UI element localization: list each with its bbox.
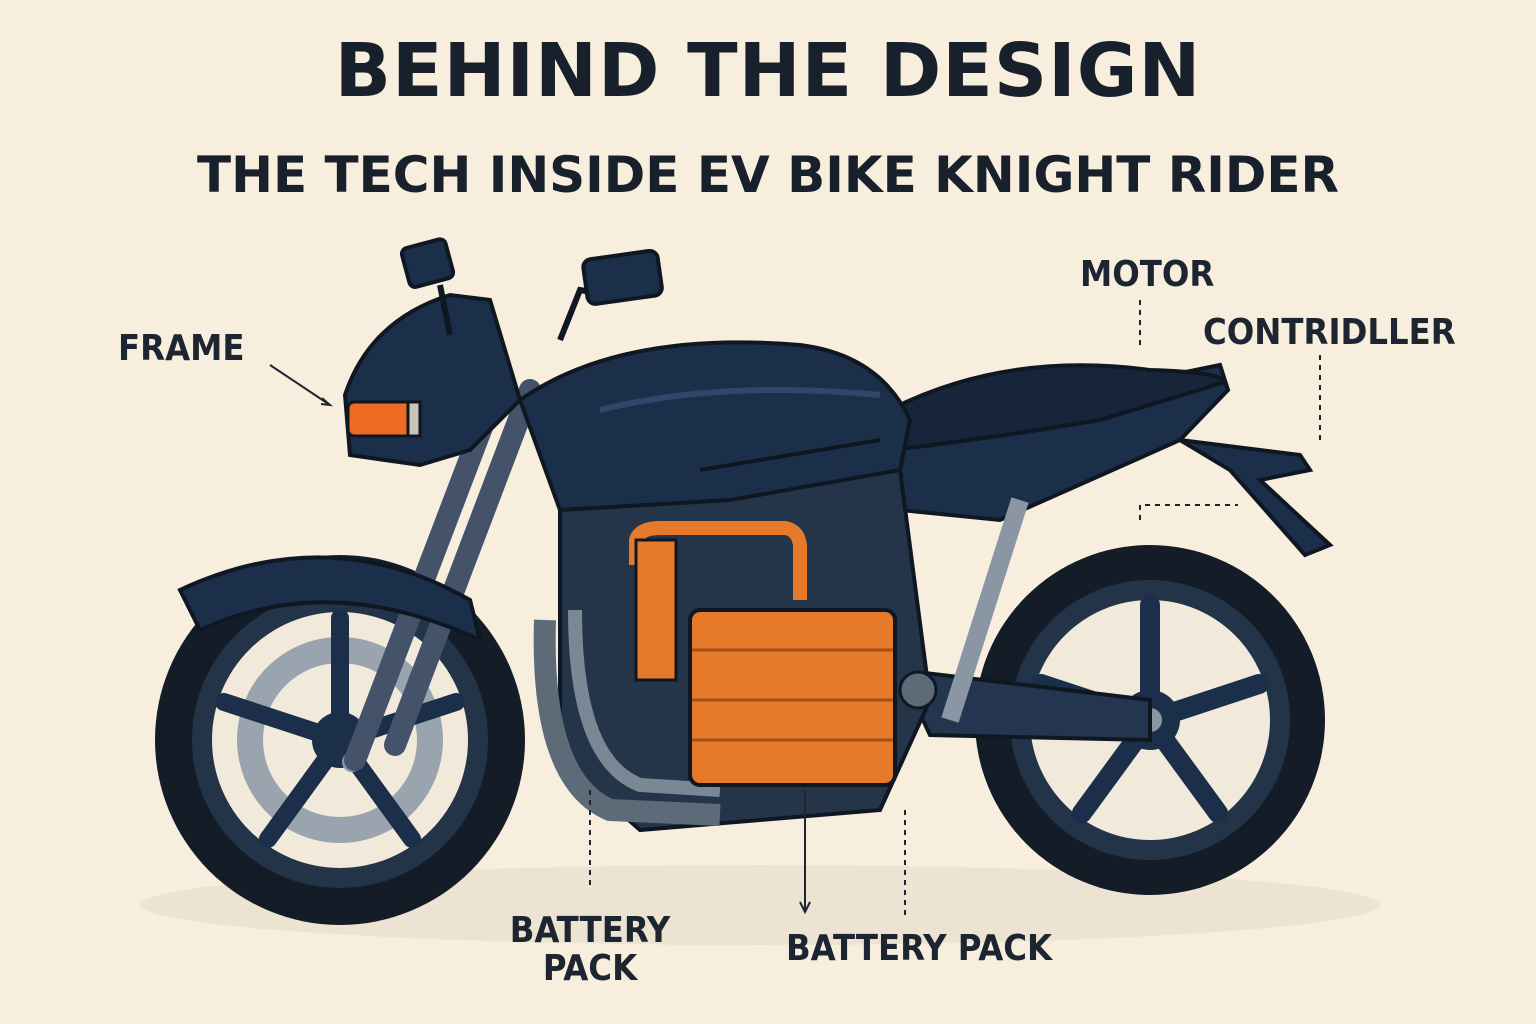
headlight (348, 402, 412, 436)
label-frame: FRAME (118, 330, 245, 368)
label-battery-left-line2: PACK (505, 950, 675, 988)
label-battery-center: BATTERY PACK (786, 930, 1052, 968)
label-motor: MOTOR (1080, 256, 1214, 294)
label-battery-left: BATTERY PACK (505, 912, 675, 988)
frame-arrow (270, 365, 330, 405)
label-battery-left-line1: BATTERY (505, 912, 675, 950)
label-controller: CONTRIDLLER (1203, 314, 1456, 352)
headlight-cowl (345, 295, 520, 465)
license-bracket (1180, 440, 1330, 555)
mirror-right (560, 250, 663, 340)
